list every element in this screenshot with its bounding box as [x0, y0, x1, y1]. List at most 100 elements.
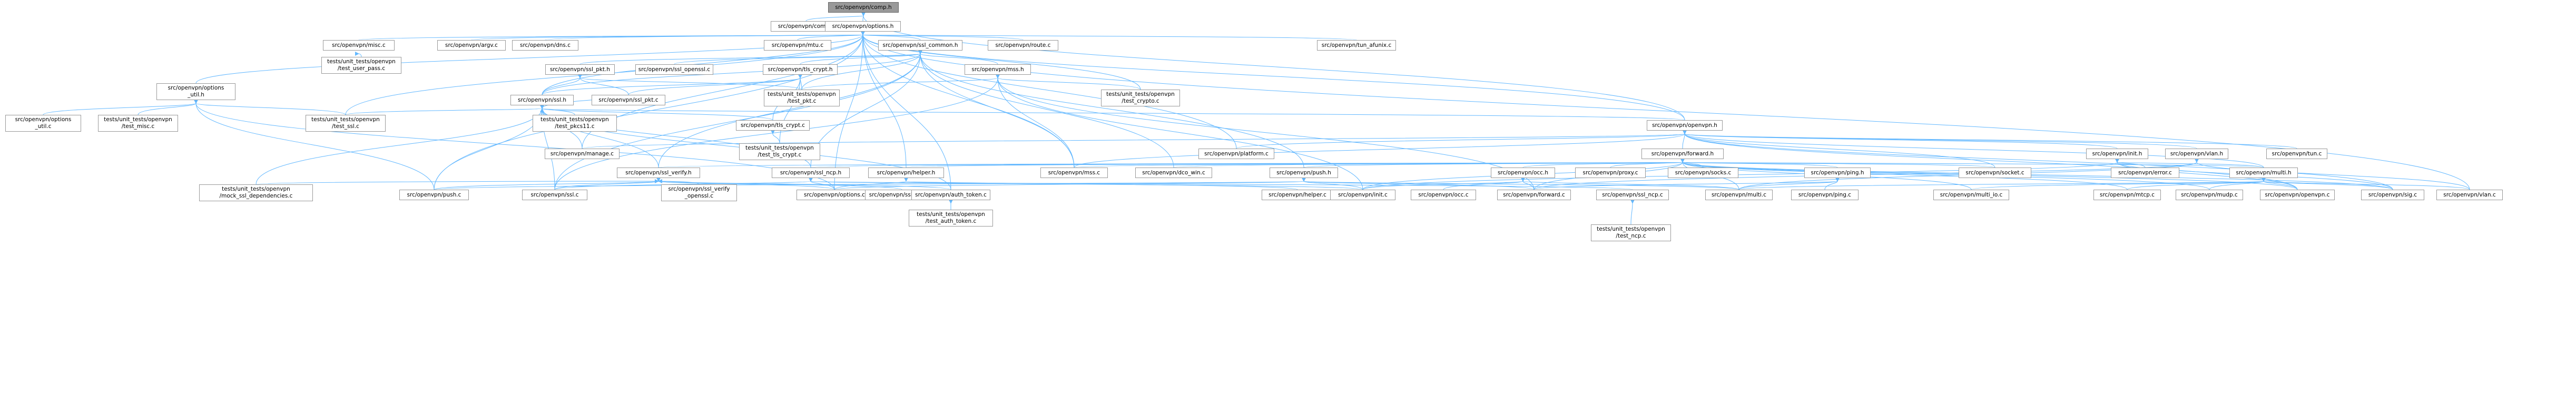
node-init-h[interactable]: src/openvpn/init.h [2086, 149, 2148, 159]
node-tun-afunix-c[interactable]: src/openvpn/tun_afunix.c [1317, 40, 1396, 51]
edge-ssl_common_h-to-dco_win_c [918, 50, 1174, 168]
node-openvpn-c[interactable]: src/openvpn/openvpn.c [2260, 190, 2335, 200]
node-forward-h[interactable]: src/openvpn/forward.h [1641, 149, 1724, 159]
node-ssl-verify-openssl-c[interactable]: src/openvpn/ssl_verify_openssl.c [661, 184, 737, 201]
node-dco-win-c[interactable]: src/openvpn/dco_win.c [1135, 168, 1212, 178]
node-error-c[interactable]: src/openvpn/error.c [2111, 168, 2179, 178]
node-label: src/openvpn/comp.c [778, 23, 834, 30]
node-mudp-c[interactable]: src/openvpn/mudp.c [2176, 190, 2243, 200]
node-label: src/openvpn/mtu.c [771, 42, 824, 48]
node-test-pkcs11-c[interactable]: tests/unit_tests/openvpn/test_pkcs11.c [533, 115, 617, 132]
node-dns-c[interactable]: src/openvpn/dns.c [512, 40, 578, 51]
node-vlan-c[interactable]: src/openvpn/vlan.c [2436, 190, 2503, 200]
node-label: src/openvpn/route.c [995, 42, 1051, 48]
node-label: src/openvpn/proxy.c [1582, 169, 1638, 176]
node-comp-c[interactable]: src/openvpn/comp.c [771, 21, 841, 32]
edge-openvpn_h-to-tun_c [1682, 130, 2297, 149]
node-label: tests/unit_tests/openvpn [1106, 91, 1175, 97]
edge-helper_h-to-helper_c [903, 177, 1298, 190]
node-sig-c[interactable]: src/openvpn/sig.c [2361, 190, 2424, 200]
edge-ssl_h-to-openvpn_h [539, 104, 1685, 121]
node-ssl-verify-h[interactable]: src/openvpn/ssl_verify.h [617, 168, 700, 178]
node-occ-h[interactable]: src/openvpn/occ.h [1491, 168, 1555, 178]
node-test-tls-crypt-c[interactable]: tests/unit_tests/openvpn/test_tls_crypt.… [739, 143, 820, 160]
node-platform-c[interactable]: src/openvpn/platform.c [1198, 149, 1274, 159]
node-label: /test_user_pass.c [337, 65, 386, 72]
node-mtu-c[interactable]: src/openvpn/mtu.c [764, 40, 831, 51]
node-socket-c[interactable]: src/openvpn/socket.c [1959, 168, 2031, 178]
node-ssl-common-h[interactable]: src/openvpn/ssl_common.h [878, 40, 962, 51]
node-multi-c[interactable]: src/openvpn/multi.c [1705, 190, 1773, 200]
node-mtcp-c[interactable]: src/openvpn/mtcp.c [2093, 190, 2161, 200]
node-test-ncp-c[interactable]: tests/unit_tests/openvpn/test_ncp.c [1591, 224, 1671, 241]
node-misc-c[interactable]: src/openvpn/misc.c [323, 40, 395, 51]
node-ssl-h[interactable]: src/openvpn/ssl.h [510, 95, 574, 105]
node-auth-token-c[interactable]: src/openvpn/auth_token.c [911, 190, 990, 200]
node-label: src/openvpn/ssl_pkt.h [549, 66, 611, 73]
node-test-auth-token-c[interactable]: tests/unit_tests/openvpn/test_auth_token… [909, 210, 993, 227]
node-ssl-openssl-c[interactable]: src/openvpn/ssl_openssl.c [635, 64, 713, 75]
node-user-pass-c[interactable]: tests/unit_tests/openvpn/test_user_pass.… [321, 57, 401, 74]
node-test-misc-c[interactable]: tests/unit_tests/openvpn/test_misc.c [98, 115, 178, 132]
edge-ssl_common_h-to-ssl_verify_h [658, 50, 923, 168]
node-ssl-pkt-h[interactable]: src/openvpn/ssl_pkt.h [545, 64, 615, 75]
node-socks-c[interactable]: src/openvpn/socks.c [1668, 168, 1738, 178]
node-test-ssl-c[interactable]: tests/unit_tests/openvpn/test_ssl.c [306, 115, 386, 132]
node-label: src/openvpn/options [15, 116, 72, 123]
node-helper-h[interactable]: src/openvpn/helper.h [868, 168, 944, 178]
node-label: _openssl.c [684, 193, 714, 199]
edge-misc_c-to-user_pass_c [355, 51, 362, 57]
node-init-c[interactable]: src/openvpn/init.c [1330, 190, 1395, 200]
node-ssl-pkt-c[interactable]: src/openvpn/ssl_pkt.c [592, 95, 665, 105]
edge-mss_h-to-test_pkt_c [801, 74, 1000, 90]
node-test-crypto-c[interactable]: tests/unit_tests/openvpn/test_crypto.c [1101, 90, 1180, 106]
node-options-util-c[interactable]: src/openvpn/options_util.c [5, 115, 81, 132]
node-push-h[interactable]: src/openvpn/push.h [1270, 168, 1338, 178]
node-route-c[interactable]: src/openvpn/route.c [988, 40, 1058, 51]
node-label: _util.h [188, 92, 204, 98]
node-openvpn-h[interactable]: src/openvpn/openvpn.h [1647, 120, 1723, 131]
node-argv-c[interactable]: src/openvpn/argv.c [437, 40, 506, 51]
node-helper-c[interactable]: src/openvpn/helper.c [1262, 190, 1333, 200]
node-label: src/openvpn/ssl.c [530, 191, 579, 198]
node-manage-c[interactable]: src/openvpn/manage.c [545, 149, 620, 159]
edge-vlan_h-to-vlan_c [2194, 158, 2470, 190]
node-label: src/openvpn/error.c [2118, 169, 2172, 176]
node-tls-crypt-c[interactable]: src/openvpn/tls_crypt.c [736, 120, 810, 131]
node-vlan-h[interactable]: src/openvpn/vlan.h [2165, 149, 2228, 159]
node-comp-h[interactable]: src/openvpn/comp.h [828, 2, 899, 13]
edge-ssl_verify_h-to-auth_token_c [656, 177, 951, 190]
node-options-c[interactable]: src/openvpn/options.c [797, 190, 872, 200]
node-occ-c[interactable]: src/openvpn/occ.c [1411, 190, 1476, 200]
edge-ssl_verify_h-to-push_c [434, 177, 661, 190]
node-tls-crypt-h[interactable]: src/openvpn/tls_crypt.h [763, 64, 838, 75]
node-tun-c[interactable]: src/openvpn/tun.c [2266, 149, 2327, 159]
node-mss-h[interactable]: src/openvpn/mss.h [965, 64, 1031, 75]
node-label: /test_pkcs11.c [555, 123, 595, 130]
node-ssl-c[interactable]: src/openvpn/ssl.c [522, 190, 587, 200]
node-label: src/openvpn/ssl_openssl.c [638, 66, 711, 73]
node-test-pkt-c[interactable]: tests/unit_tests/openvpn/test_pkt.c [764, 90, 840, 106]
node-push-c[interactable]: src/openvpn/push.c [399, 190, 469, 200]
node-proxy-c[interactable]: src/openvpn/proxy.c [1575, 168, 1646, 178]
node-ping-h[interactable]: src/openvpn/ping.h [1804, 168, 1871, 178]
node-label: src/openvpn/manage.c [550, 150, 614, 157]
node-options-util-h[interactable]: src/openvpn/options_util.h [156, 83, 235, 100]
node-label: /test_crypto.c [1122, 98, 1159, 104]
node-label: tests/unit_tests/openvpn [768, 91, 836, 97]
node-forward-c[interactable]: src/openvpn/forward.c [1497, 190, 1571, 200]
node-label: _util.c [35, 123, 52, 130]
edge-options_util_h-to-test_ssl_c [193, 99, 346, 115]
edge-openvpn_h-to-multi_h [1682, 130, 2264, 168]
edge-multi_h-to-multi_io_c [1971, 177, 2266, 190]
node-mock-ssl-c[interactable]: tests/unit_tests/openvpn/mock_ssl_depend… [199, 184, 313, 201]
node-ping-c[interactable]: src/openvpn/ping.c [1791, 190, 1859, 200]
node-ssl-ncp-c[interactable]: src/openvpn/ssl_ncp.c [1596, 190, 1669, 200]
node-options-h[interactable]: src/openvpn/options.h [825, 21, 901, 32]
node-label: src/openvpn/ping.c [1798, 191, 1852, 198]
node-multi-io-c[interactable]: src/openvpn/multi_io.c [1933, 190, 2009, 200]
node-mss-c[interactable]: src/openvpn/mss.c [1040, 168, 1108, 178]
node-multi-h[interactable]: src/openvpn/multi.h [2229, 168, 2298, 178]
node-label: src/openvpn/ping.h [1811, 169, 1864, 176]
node-ssl-ncp-h[interactable]: src/openvpn/ssl_ncp.h [772, 168, 850, 178]
